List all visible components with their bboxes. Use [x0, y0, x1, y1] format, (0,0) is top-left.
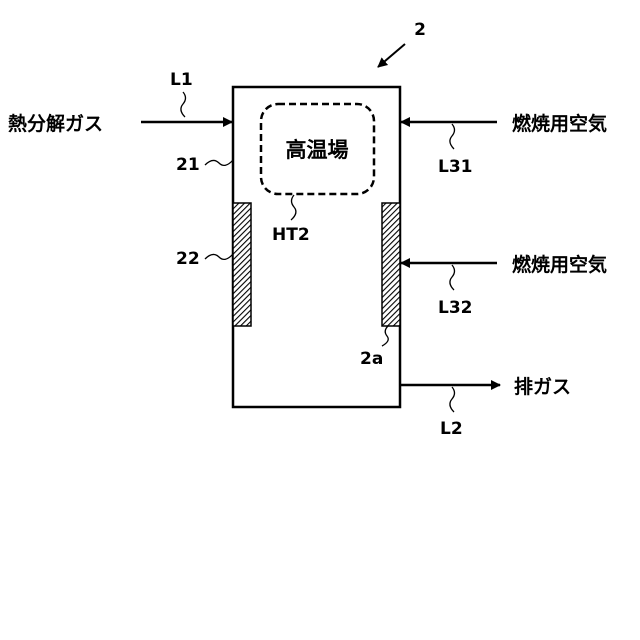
pyrolysis-gas-label: 熱分解ガス [8, 112, 103, 135]
high-temp-zone-text: 高温場 [286, 138, 349, 162]
leader-l31 [450, 124, 455, 149]
left-wall-hatch [233, 203, 251, 326]
line-label-l31: L31 [438, 157, 473, 177]
leader-22 [205, 254, 233, 259]
leader-l1 [181, 92, 186, 117]
leader-21 [205, 160, 233, 165]
leader-l32 [450, 265, 455, 290]
inner-label-2a: 2a [360, 349, 383, 369]
line-label-l2: L2 [440, 419, 463, 439]
leader-2a [382, 326, 388, 346]
exhaust-gas-label: 排ガス [514, 375, 571, 398]
right-wall-hatch [382, 203, 400, 326]
leader-ht2 [291, 195, 296, 220]
wall-label-22: 22 [176, 249, 200, 269]
high-temp-zone-label: HT2 [272, 225, 310, 245]
leader-l2 [450, 387, 455, 412]
combustion-air-lower-label: 燃焼用空気 [512, 253, 607, 276]
line-label-l1: L1 [170, 70, 193, 90]
combustion-air-upper-label: 燃焼用空気 [512, 112, 607, 135]
figure-number: 2 [414, 20, 426, 40]
figure-arrow [378, 44, 405, 67]
furnace-label-21: 21 [176, 155, 200, 175]
line-label-l32: L32 [438, 298, 473, 318]
